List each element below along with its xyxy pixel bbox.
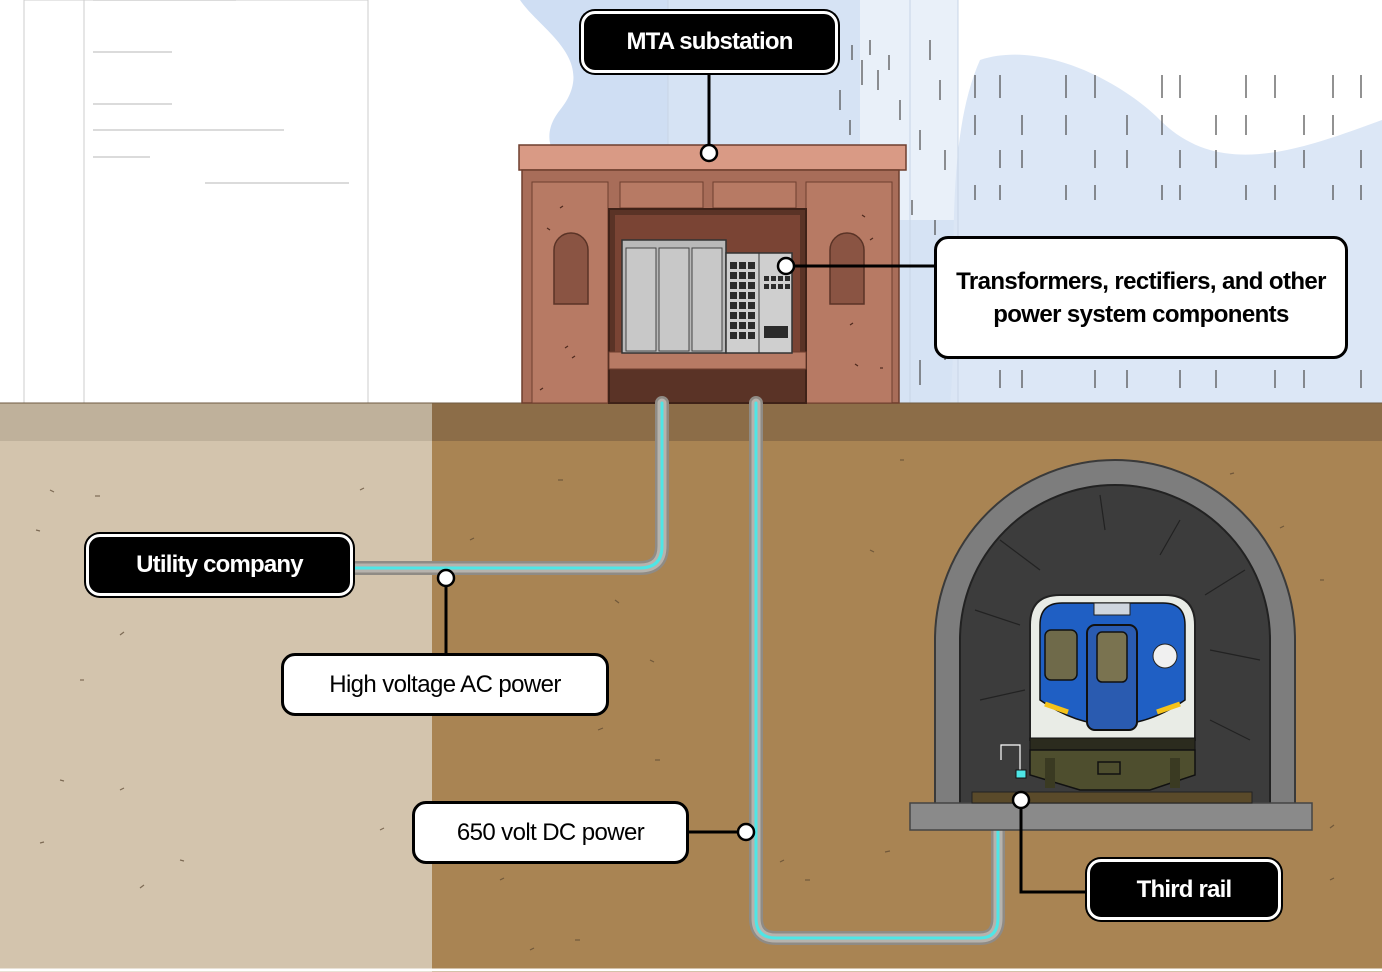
callout-leaders	[444, 72, 1088, 894]
ac-cable	[346, 396, 669, 575]
utility-company-label: Utility company	[86, 534, 353, 596]
subway-car-icon	[1000, 594, 1196, 791]
dc-cable	[749, 396, 1025, 945]
dc-power-label: 650 volt DC power	[412, 801, 689, 864]
high-voltage-ac-label: High voltage AC power	[281, 653, 609, 716]
electrical-cabinet-icon	[621, 239, 793, 354]
components-label: Transformers, rectifiers, and other powe…	[934, 236, 1348, 359]
control-panel-marks	[730, 262, 790, 339]
third-rail-label: Third rail	[1087, 859, 1281, 920]
mta-substation-label: MTA substation	[581, 11, 838, 73]
callout-dots	[436, 143, 1031, 842]
